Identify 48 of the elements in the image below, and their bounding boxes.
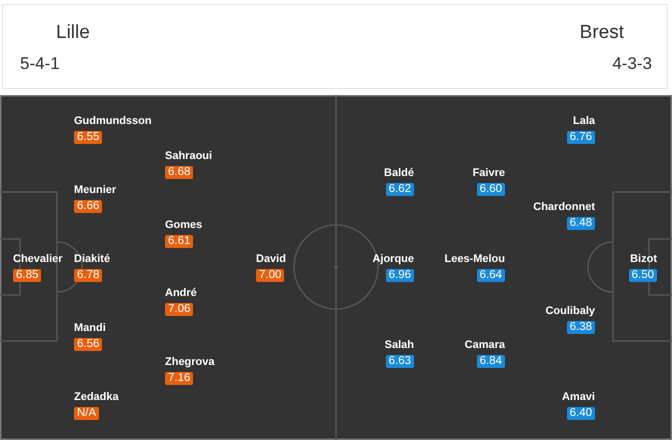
player-name: Ajorque: [372, 253, 414, 266]
player-name: Coulibaly: [545, 305, 595, 318]
player-name: Zhegrova: [165, 356, 215, 369]
player-name: Mandi: [74, 322, 106, 335]
rating-badge: 6.62: [386, 183, 414, 196]
rating-badge: 6.50: [628, 269, 657, 282]
player-name: Lees-Melou: [444, 253, 505, 266]
rating-badge: 6.68: [165, 166, 194, 179]
rating-badge: 6.66: [74, 200, 102, 213]
rating-badge: 7.00: [256, 269, 284, 282]
team-name: Lille: [56, 23, 90, 42]
rating-badge: 6.60: [476, 183, 505, 196]
rating-badge: 6.64: [476, 269, 505, 282]
rating-badge: 6.61: [165, 235, 194, 248]
player-name: Gomes: [165, 219, 202, 232]
rating-badge: 6.56: [74, 338, 102, 351]
rating-badge: 6.84: [476, 355, 505, 368]
player-name: Gudmundsson: [74, 115, 152, 128]
player-name: Chardonnet: [533, 201, 595, 214]
player-name: Diakité: [74, 253, 110, 266]
player-name: David: [256, 253, 286, 266]
rating-badge: 6.55: [74, 131, 102, 144]
rating-badge: 7.06: [165, 303, 194, 316]
player-name: André: [165, 287, 197, 300]
formation-label: 4-3-3: [612, 55, 652, 72]
rating-badge: 6.85: [13, 269, 42, 282]
rating-badge: 7.16: [165, 372, 194, 385]
team-name: Brest: [580, 23, 624, 42]
player-name: Meunier: [74, 184, 116, 197]
player-name: Sahraoui: [165, 150, 212, 163]
player-name: Salah: [384, 339, 414, 352]
rating-badge: 6.76: [566, 131, 595, 144]
rating-badge: 6.78: [74, 269, 102, 282]
rating-badge: 6.38: [566, 321, 595, 334]
rating-badge: 6.40: [566, 407, 595, 420]
rating-badge: 6.63: [386, 355, 414, 368]
rating-badge: 6.48: [566, 217, 595, 230]
player-name: Chevalier: [13, 253, 63, 266]
player-name: Bizot: [630, 253, 657, 266]
rating-badge: 6.96: [386, 269, 414, 282]
formation-label: 5-4-1: [20, 55, 60, 72]
player-name: Amavi: [562, 391, 595, 404]
player-name: Camara: [464, 339, 505, 352]
player-name: Lala: [572, 115, 595, 128]
rating-badge: N/A: [74, 407, 100, 420]
player-name: Faivre: [472, 167, 505, 180]
player-name: Zedadka: [74, 391, 119, 404]
player-name: Baldé: [384, 167, 414, 180]
